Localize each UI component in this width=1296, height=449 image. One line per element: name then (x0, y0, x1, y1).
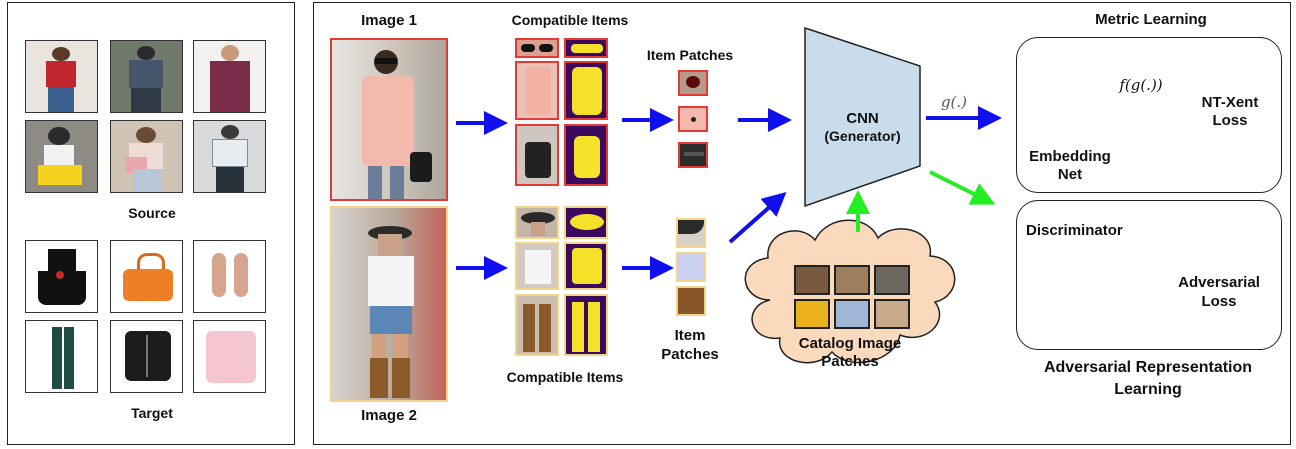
catalog-patch-2 (834, 265, 870, 295)
source-thumb-3 (193, 40, 266, 113)
source-thumb-6 (193, 120, 266, 193)
source-thumb-4 (25, 120, 98, 193)
source-target-panel: Source Target (7, 2, 295, 445)
item-patches-top-label: Item Patches (646, 47, 734, 63)
arrow-generator-to-discriminator (929, 170, 996, 205)
compat-top-coat-crop (515, 61, 559, 120)
adversarial-loss-line2: Loss (1201, 293, 1237, 310)
generator-trapezoid (804, 26, 921, 208)
image2-label: Image 2 (361, 407, 417, 424)
target-thumb-jacket (110, 320, 183, 393)
source-label: Source (128, 205, 176, 221)
embedding-net-label-line2: Net (1057, 166, 1083, 183)
item-patch-bottom-3 (676, 286, 706, 316)
g-function-label: g(.) (940, 93, 968, 111)
item-patch-bottom-2 (676, 252, 706, 282)
catalog-label-line1: Catalog Image (798, 335, 902, 352)
compat-bottom-boots-mask (564, 294, 608, 356)
compat-top-coat-mask (564, 61, 608, 120)
catalog-patch-1 (794, 265, 830, 295)
compat-bottom-boots-crop (515, 294, 559, 356)
target-thumb-jeans (25, 320, 98, 393)
image2-photo (330, 206, 448, 402)
item-patch-top-3 (678, 142, 708, 168)
arrow-patches-bottom-to-generator (728, 192, 787, 244)
compat-bottom-hat-mask (564, 206, 608, 239)
compatible-items-bottom-label: Compatible Items (506, 369, 624, 385)
nt-xent-loss-line2: Loss (1212, 112, 1248, 129)
compat-bottom-top-mask (564, 242, 608, 290)
item-patch-top-1 (678, 70, 708, 96)
compatible-items-top-label: Compatible Items (511, 12, 629, 28)
item-patches-bottom-label-line2: Patches (661, 346, 719, 363)
generator-title: CNN (846, 110, 879, 127)
source-thumb-2 (110, 40, 183, 113)
target-thumb-blouse (193, 320, 266, 393)
adversarial-section-title-line2: Learning (1114, 381, 1182, 398)
discriminator-label: Discriminator (1026, 222, 1123, 239)
image1-label: Image 1 (361, 12, 417, 29)
adversarial-learning-box (1016, 200, 1282, 350)
f-function-label: f(g(.)) (1119, 76, 1163, 94)
compat-top-sunglasses-mask (564, 38, 608, 58)
adversarial-loss-line1: Adversarial (1178, 274, 1260, 291)
embedding-net-label-line1: Embedding (1029, 148, 1111, 165)
target-thumb-bag (110, 240, 183, 313)
nt-xent-loss-line1: NT-Xent (1201, 94, 1259, 111)
item-patch-bottom-1 (676, 218, 706, 248)
target-thumb-earrings (193, 240, 266, 313)
item-patches-bottom-label-line1: Item (674, 327, 706, 344)
catalog-patch-5 (834, 299, 870, 329)
compat-top-bag-crop (515, 124, 559, 186)
item-patch-top-2 (678, 106, 708, 132)
catalog-patch-6 (874, 299, 910, 329)
source-thumb-5 (110, 120, 183, 193)
catalog-patch-4 (794, 299, 830, 329)
adversarial-section-title-line1: Adversarial Representation (1043, 359, 1253, 376)
compat-bottom-top-crop (515, 242, 559, 290)
compat-top-bag-mask (564, 124, 608, 186)
catalog-patch-3 (874, 265, 910, 295)
target-thumb-dress (25, 240, 98, 313)
generator-subtitle: (Generator) (824, 128, 901, 144)
compat-top-sunglasses-crop (515, 38, 559, 58)
metric-learning-box (1016, 37, 1282, 193)
catalog-label-line2: Patches (821, 353, 879, 370)
source-thumb-1 (25, 40, 98, 113)
image1-photo (330, 38, 448, 201)
metric-learning-title: Metric Learning (1095, 11, 1207, 28)
compat-bottom-hat-crop (515, 206, 559, 239)
target-label: Target (131, 405, 173, 421)
